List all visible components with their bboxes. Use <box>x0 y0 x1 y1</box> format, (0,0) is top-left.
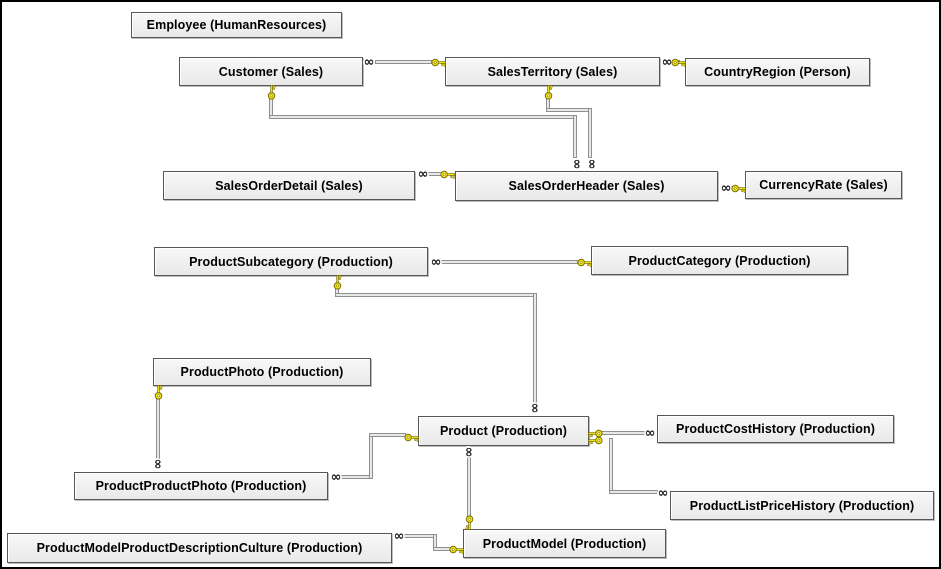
infinity-icon <box>329 470 343 484</box>
infinity-icon <box>462 445 476 459</box>
table-title: ProductModelProductDescriptionCulture (P… <box>36 541 363 555</box>
table-employee[interactable]: Employee (HumanResources) <box>131 12 342 38</box>
table-title: Employee (HumanResources) <box>146 18 327 32</box>
relationship-productsubcategory-product-line[interactable] <box>335 293 537 297</box>
table-title: ProductSubcategory (Production) <box>189 254 393 269</box>
key-icon <box>440 170 456 179</box>
table-title: SalesOrderHeader (Sales) <box>508 179 665 193</box>
table-product-photo[interactable]: ProductPhoto (Production) <box>153 358 371 386</box>
table-product-product-photo[interactable]: ProductProductPhoto (Production) <box>74 472 328 500</box>
key-icon <box>431 58 447 67</box>
key-icon <box>587 436 603 445</box>
table-title: ProductProductPhoto (Production) <box>95 479 307 493</box>
relationship-productphoto-productproductphoto-line[interactable] <box>156 397 160 459</box>
relationship-productsubcategory-productcategory-line[interactable] <box>441 260 578 264</box>
infinity-icon <box>570 157 584 171</box>
table-country-region[interactable]: CountryRegion (Person) <box>685 58 870 86</box>
key-icon <box>154 384 163 400</box>
relationship-product-productmodel-line[interactable] <box>467 457 471 517</box>
table-title: CountryRegion (Person) <box>704 65 851 79</box>
relationship-customer-salesorderheader-line[interactable] <box>269 115 577 119</box>
table-title: ProductPhoto (Production) <box>180 365 344 379</box>
relationship-product-productcosthistory-line[interactable] <box>600 431 645 435</box>
infinity-icon <box>656 486 670 500</box>
table-title: SalesOrderDetail (Sales) <box>215 178 363 193</box>
table-title: ProductModel (Production) <box>482 536 647 551</box>
key-icon <box>449 545 465 554</box>
table-sales-order-header[interactable]: SalesOrderHeader (Sales) <box>455 171 718 201</box>
table-title: Product (Production) <box>440 424 567 438</box>
infinity-icon <box>585 157 599 171</box>
table-title: Customer (Sales) <box>218 64 324 79</box>
key-icon <box>465 515 474 531</box>
relationship-product-productlistpricehistory-line[interactable] <box>609 438 613 494</box>
relationship-productproductphoto-product-line[interactable] <box>369 433 406 437</box>
infinity-icon <box>362 55 376 69</box>
table-title: ProductCostHistory (Production) <box>676 422 875 436</box>
table-sales-territory[interactable]: SalesTerritory (Sales) <box>445 57 660 86</box>
table-customer[interactable]: Customer (Sales) <box>179 57 363 86</box>
relationship-product-productlistpricehistory-line[interactable] <box>609 490 658 494</box>
infinity-icon <box>643 426 657 440</box>
table-title: SalesTerritory (Sales) <box>487 64 618 79</box>
table-product[interactable]: Product (Production) <box>418 416 589 446</box>
relationship-productsubcategory-product-line[interactable] <box>533 293 537 403</box>
table-product-category[interactable]: ProductCategory (Production) <box>591 246 848 275</box>
key-icon <box>267 84 276 100</box>
key-icon <box>404 433 420 442</box>
relationship-customer-salesorderheader-line[interactable] <box>573 115 577 158</box>
table-title: ProductCategory (Production) <box>628 253 811 268</box>
table-product-model[interactable]: ProductModel (Production) <box>463 529 666 558</box>
infinity-icon <box>429 255 443 269</box>
infinity-icon <box>392 529 406 543</box>
table-currency-rate[interactable]: CurrencyRate (Sales) <box>745 171 902 199</box>
infinity-icon <box>528 401 542 415</box>
table-sales-order-detail[interactable]: SalesOrderDetail (Sales) <box>163 171 415 200</box>
relationship-salesterritory-salesorderheader-line[interactable] <box>546 108 592 112</box>
infinity-icon <box>416 167 430 181</box>
table-product-list-price-history[interactable]: ProductListPriceHistory (Production) <box>670 491 934 520</box>
key-icon <box>544 84 553 100</box>
key-icon <box>671 58 687 67</box>
table-product-cost-history[interactable]: ProductCostHistory (Production) <box>657 415 894 443</box>
infinity-icon <box>151 457 165 471</box>
table-product-subcategory[interactable]: ProductSubcategory (Production) <box>154 247 428 276</box>
relationship-customer-salesterritory-line[interactable] <box>375 60 432 64</box>
table-product-model-product-description-culture[interactable]: ProductModelProductDescriptionCulture (P… <box>7 533 392 563</box>
table-title: CurrencyRate (Sales) <box>759 178 888 192</box>
relationship-salesterritory-salesorderheader-line[interactable] <box>588 108 592 158</box>
key-icon <box>333 274 342 290</box>
key-icon <box>731 184 747 193</box>
relationship-productproductphoto-product-line[interactable] <box>369 435 373 479</box>
key-icon <box>577 258 593 267</box>
table-title: ProductListPriceHistory (Production) <box>689 498 915 513</box>
